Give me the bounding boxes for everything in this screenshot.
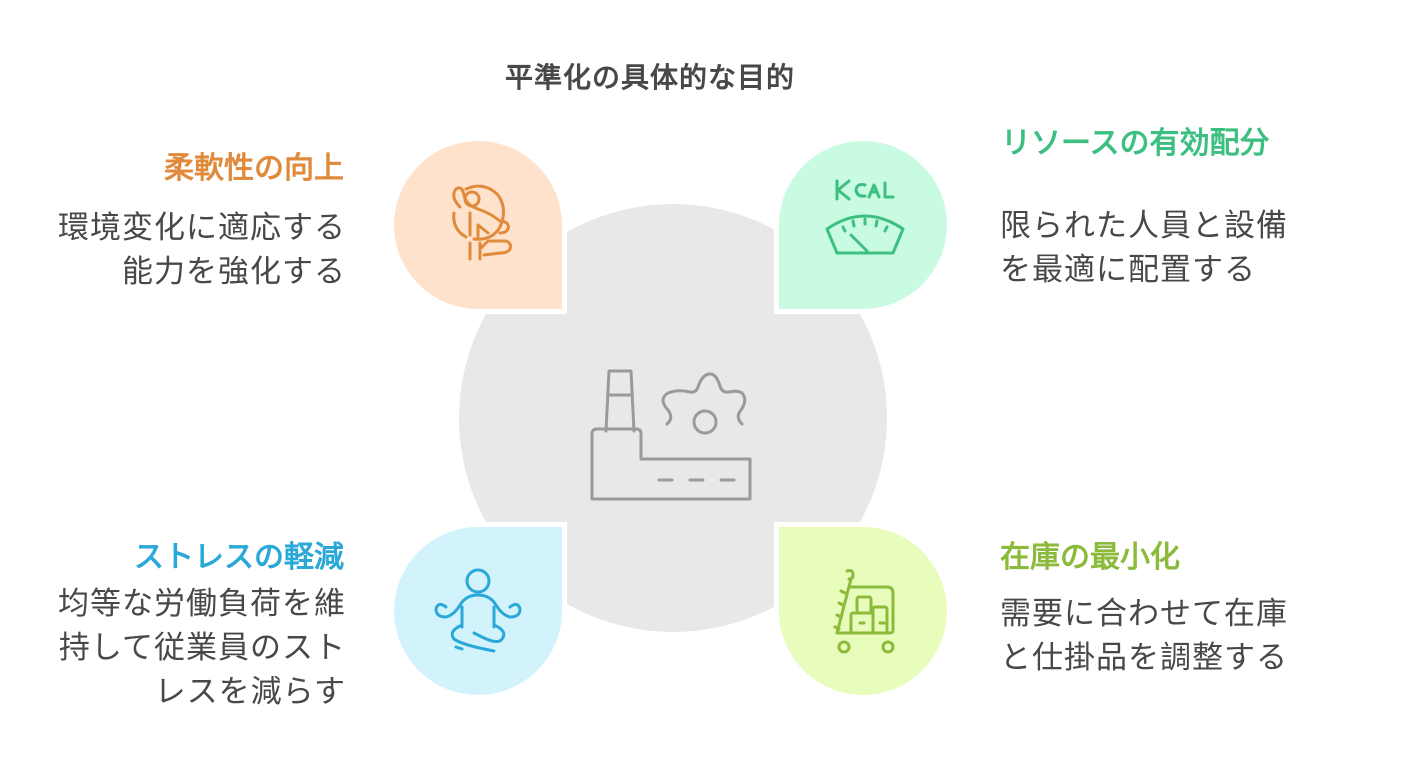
description-inventory-minimization: 需要に合わせて在庫と仕掛品を調整する: [1000, 596, 1288, 676]
kcal-scale-gauge-icon: [825, 179, 905, 255]
description-flexibility: 環境変化に適応する能力を強化する: [58, 210, 346, 290]
petal-inventory-minimization: [779, 527, 947, 695]
petal-flexibility: [394, 141, 562, 309]
petal-resource-allocation: [779, 141, 947, 309]
description-stress-reduction: 均等な労働負荷を維持して従業員のストレスを減らす: [58, 586, 346, 710]
petal-stress-reduction: [394, 527, 562, 695]
heading-resource-allocation: リソースの有効配分: [1001, 126, 1270, 161]
meditation-icon: [434, 568, 522, 653]
heading-inventory-minimization: 在庫の最小化: [1000, 540, 1180, 575]
description-resource-allocation: 限られた人員と設備を最適に配置する: [1000, 208, 1288, 288]
heading-flexibility: 柔軟性の向上: [164, 151, 344, 186]
inventory-cart-icon: [833, 569, 895, 654]
factory-gear-icon: [590, 369, 752, 501]
diagram-title: 平準化の具体的な目的: [504, 61, 795, 94]
flexible-person-icon: [452, 184, 512, 261]
heading-stress-reduction: ストレスの軽減: [134, 540, 344, 575]
